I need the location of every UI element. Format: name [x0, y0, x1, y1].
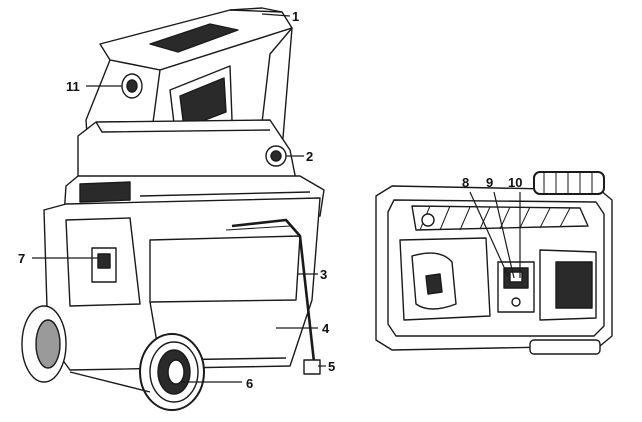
callout-6: 6 [246, 376, 254, 391]
callout-5: 5 [328, 359, 336, 374]
bin-foot [303, 359, 321, 375]
callout-10: 10 [508, 175, 523, 190]
callout-2: 2 [306, 149, 314, 164]
leader-lines [32, 13, 521, 383]
callout-4: 4 [322, 321, 330, 336]
callout-9: 9 [486, 175, 494, 190]
bottom-view-wheel-bottom [529, 339, 601, 355]
callout-7: 7 [18, 251, 26, 266]
leader-1 [261, 13, 291, 17]
hopper-lid-grid [149, 23, 239, 53]
callout-1: 1 [292, 9, 300, 24]
shredder-side-view [21, 7, 325, 411]
leader-9 [493, 191, 515, 279]
upper-housing [77, 119, 297, 183]
callout-3: 3 [320, 267, 328, 282]
leader-8 [469, 191, 509, 277]
bin-handle [231, 218, 316, 363]
callout-8: 8 [462, 175, 470, 190]
callout-11: 11 [66, 79, 80, 94]
bottom-view-wheel-top [533, 171, 605, 195]
shredder-bottom-view [375, 171, 613, 355]
